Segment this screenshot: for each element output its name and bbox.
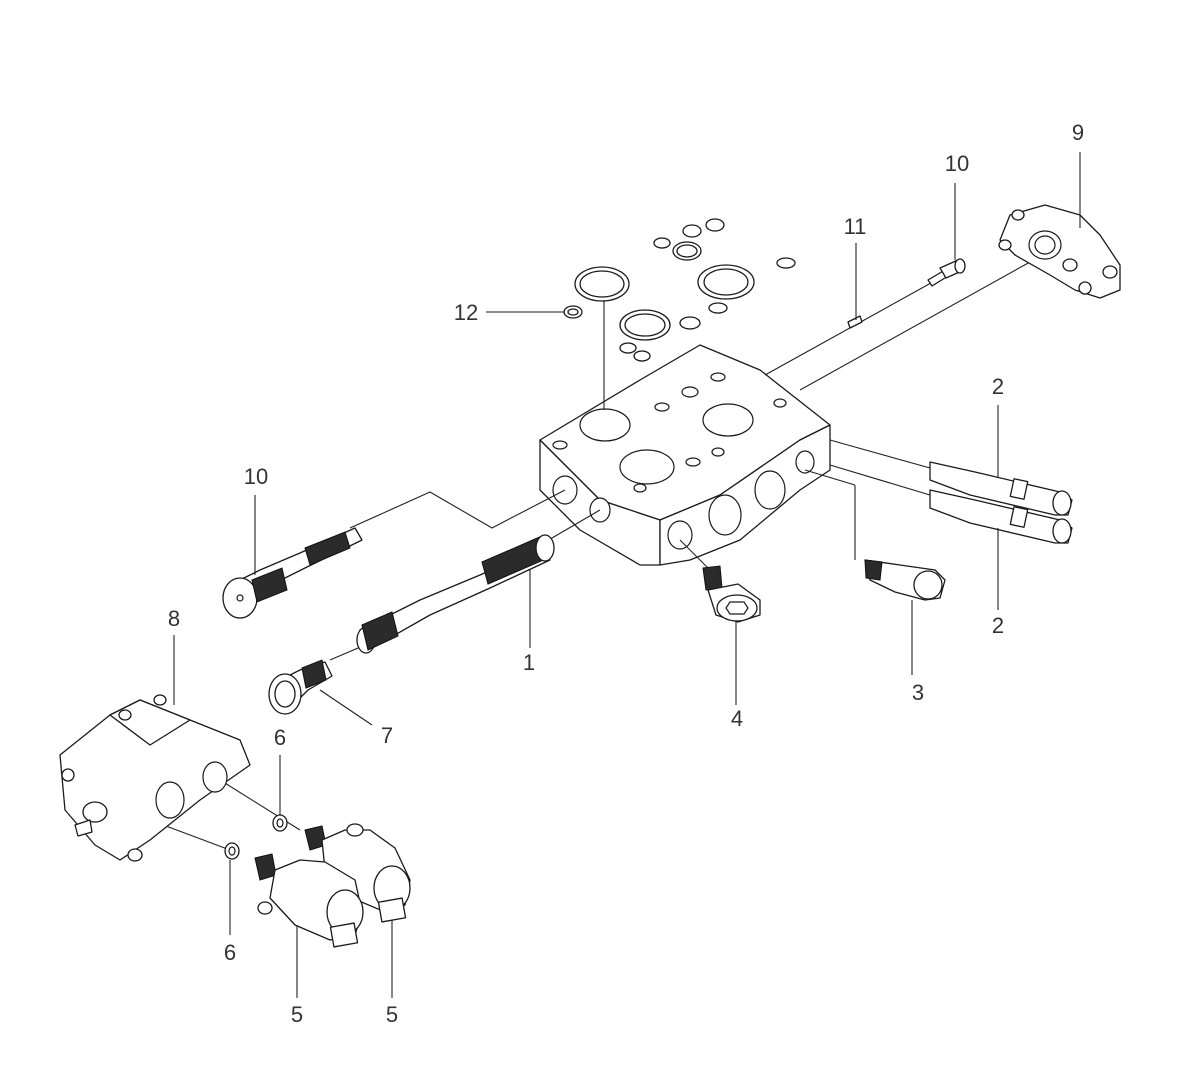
callout-8: 8: [168, 606, 180, 631]
plug-part-3: [864, 559, 946, 601]
callout-9: 9: [1072, 120, 1084, 145]
callout-5-left: 5: [291, 1002, 303, 1027]
callout-10-top: 10: [945, 151, 969, 176]
hex-plug-part-4: [702, 565, 761, 623]
valve-part-10-left: [222, 527, 363, 619]
callout-3: 3: [912, 680, 924, 705]
valve-housing-block: [539, 344, 831, 566]
assembly-lines: [149, 261, 1031, 851]
end-cover-part-9: [998, 204, 1121, 299]
callout-6-lower: 6: [224, 940, 236, 965]
plug-part-7: [268, 659, 333, 715]
spool-part-1: [356, 534, 555, 654]
solenoid-part-5-front: [254, 853, 364, 948]
callout-4: 4: [731, 706, 743, 731]
o-ring-set: [563, 218, 796, 362]
callout-2-upper: 2: [992, 374, 1004, 399]
pin-part-11: [847, 315, 863, 329]
callout-2-lower: 2: [992, 613, 1004, 638]
callout-labels: 9 10 11 12 10 2 2 3 4 1 7 8 6 6 5 5: [168, 120, 1084, 1027]
callout-12: 12: [454, 300, 478, 325]
callout-6-upper: 6: [274, 725, 286, 750]
cartridge-part-2-upper: [929, 461, 1073, 516]
screw-part-10-top: [927, 258, 966, 287]
cartridge-part-2-lower: [929, 489, 1073, 544]
callout-7: 7: [381, 723, 393, 748]
seal-part-6-upper: [272, 814, 288, 832]
callout-1: 1: [523, 650, 535, 675]
valve-block-part-8: [59, 694, 251, 862]
seal-part-6-lower: [224, 842, 240, 860]
callout-10-left: 10: [244, 464, 268, 489]
callout-leaders: [173, 152, 1081, 998]
callout-11: 11: [844, 214, 867, 239]
callout-5-right: 5: [386, 1002, 398, 1027]
